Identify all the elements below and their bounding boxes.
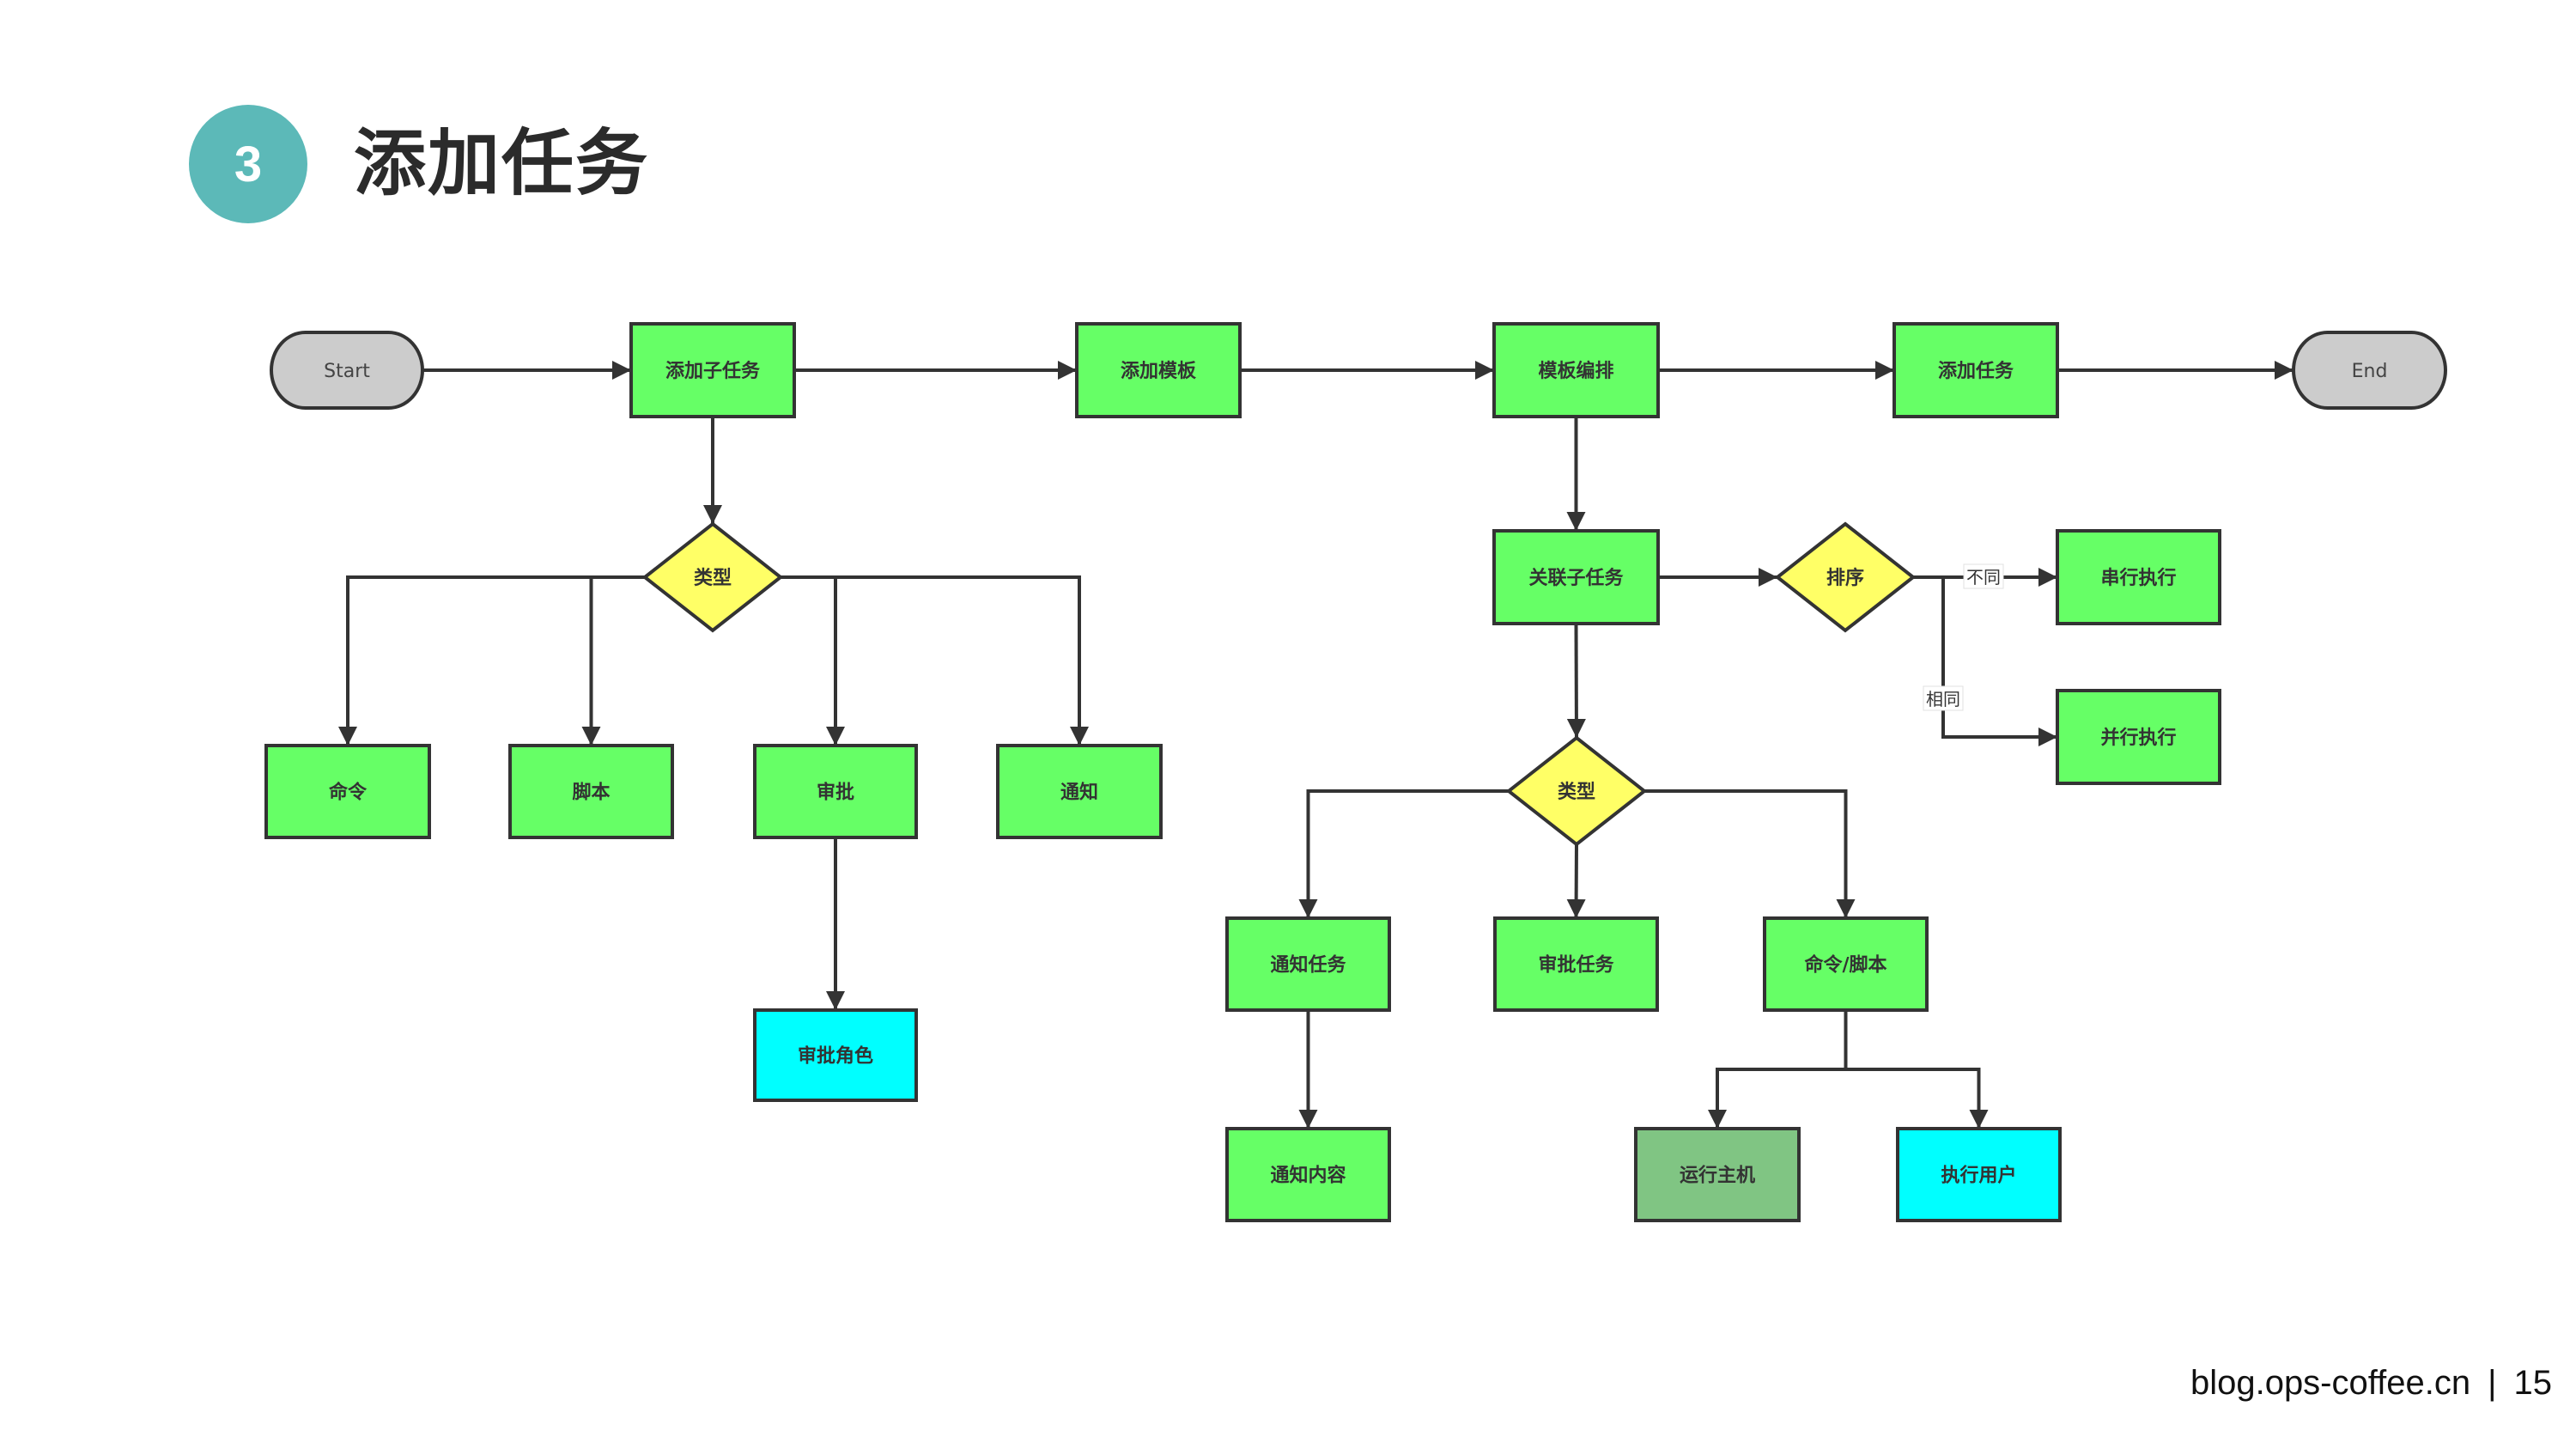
decision-diamond xyxy=(641,521,784,633)
node-approval[interactable]: 审批 xyxy=(753,744,918,839)
node-serial[interactable]: 串行执行 xyxy=(2056,529,2221,625)
node-end[interactable]: End xyxy=(2292,331,2447,410)
node-exec-user[interactable]: 执行用户 xyxy=(1896,1127,2062,1222)
node-template-arrange[interactable]: 模板编排 xyxy=(1492,322,1660,418)
node-parallel[interactable]: 并行执行 xyxy=(2056,689,2221,785)
node-label: 添加任务 xyxy=(1938,360,2014,382)
process-box xyxy=(996,744,1163,839)
node-add-subtask[interactable]: 添加子任务 xyxy=(629,322,796,418)
footer-site[interactable]: blog.ops-coffee.cn xyxy=(2190,1364,2471,1402)
edge-label: 相同 xyxy=(1923,685,1964,711)
node-script[interactable]: 脚本 xyxy=(508,744,674,839)
process-box xyxy=(2056,529,2221,625)
edge-type2-to-notify-task xyxy=(1298,789,1509,918)
process-box xyxy=(629,322,796,418)
process-box xyxy=(753,1008,918,1102)
node-label: End xyxy=(2352,361,2388,382)
process-box xyxy=(2056,689,2221,785)
edge-type1-to-notify xyxy=(781,575,1089,746)
edge-label-text: 相同 xyxy=(1926,689,1960,709)
edge-type1-to-command xyxy=(338,575,645,746)
node-notify[interactable]: 通知 xyxy=(996,744,1163,839)
edge-label-background xyxy=(1923,685,1964,711)
edge-sort-to-parallel xyxy=(1913,575,2057,746)
process-box xyxy=(264,744,431,839)
node-run-host[interactable]: 运行主机 xyxy=(1634,1127,1801,1222)
node-label: 运行主机 xyxy=(1680,1165,1755,1187)
node-label: 并行执行 xyxy=(2100,727,2176,749)
node-add-template[interactable]: 添加模板 xyxy=(1075,322,1242,418)
node-label: 类型 xyxy=(694,568,732,589)
process-box xyxy=(1893,322,2059,418)
step-number-badge: 3 xyxy=(189,105,307,223)
node-label: 类型 xyxy=(1558,782,1595,803)
edge-label-text: 不同 xyxy=(1966,567,2001,588)
page-number: 15 xyxy=(2513,1364,2553,1402)
process-box xyxy=(1225,916,1391,1012)
node-label: 命令/脚本 xyxy=(1804,954,1886,977)
node-label: 通知内容 xyxy=(1270,1165,1346,1187)
edge-cmd-script-to-run-host xyxy=(1708,1010,1848,1129)
node-command[interactable]: 命令 xyxy=(264,744,431,839)
node-type2[interactable]: 类型 xyxy=(1505,735,1648,847)
node-type1[interactable]: 类型 xyxy=(641,521,784,633)
edge-cmd-script-to-exec-user xyxy=(1844,1010,1989,1129)
node-label: 审批 xyxy=(817,782,854,804)
node-label: 关联子任务 xyxy=(1528,567,1624,589)
node-add-task[interactable]: 添加任务 xyxy=(1893,322,2059,418)
node-label: 串行执行 xyxy=(2100,567,2176,589)
node-cmd-script[interactable]: 命令/脚本 xyxy=(1763,916,1929,1012)
process-box xyxy=(1763,916,1929,1012)
node-label: 通知 xyxy=(1060,782,1098,804)
node-label: Start xyxy=(324,361,370,382)
process-box xyxy=(508,744,674,839)
process-box xyxy=(1493,916,1659,1012)
terminal-shape xyxy=(2292,331,2447,410)
node-notify-content[interactable]: 通知内容 xyxy=(1225,1127,1391,1222)
process-box xyxy=(1225,1127,1391,1222)
process-box xyxy=(1896,1127,2062,1222)
node-label: 审批角色 xyxy=(798,1045,873,1068)
process-box xyxy=(1492,529,1660,625)
edge-type1-to-script xyxy=(581,575,645,746)
edge-type1-to-approval xyxy=(781,575,845,746)
decision-diamond xyxy=(1774,521,1917,633)
node-label: 添加子任务 xyxy=(665,360,761,382)
node-label: 执行用户 xyxy=(1941,1165,2016,1187)
node-sort[interactable]: 排序 xyxy=(1774,521,1917,633)
step-number: 3 xyxy=(234,136,263,192)
process-box xyxy=(753,744,918,839)
process-box xyxy=(1492,322,1660,418)
node-label: 模板编排 xyxy=(1538,360,1613,382)
process-box xyxy=(1075,322,1242,418)
footer-separator: | xyxy=(2488,1364,2497,1402)
node-label: 添加模板 xyxy=(1121,361,1197,382)
edge-label: 不同 xyxy=(1963,563,2004,589)
terminal-shape xyxy=(270,331,424,410)
node-label: 通知任务 xyxy=(1270,954,1346,977)
footer: blog.ops-coffee.cn | 15 xyxy=(2190,1364,2552,1403)
process-box xyxy=(1634,1127,1801,1222)
edge-type2-to-cmd-script xyxy=(1644,789,1856,918)
node-label: 命令 xyxy=(329,782,368,804)
node-approval-role[interactable]: 审批角色 xyxy=(753,1008,918,1102)
node-approval-task[interactable]: 审批任务 xyxy=(1493,916,1659,1012)
node-link-subtask[interactable]: 关联子任务 xyxy=(1492,529,1660,625)
page-title: 添加任务 xyxy=(354,121,650,205)
node-start[interactable]: Start xyxy=(270,331,424,410)
edge-label-background xyxy=(1963,563,2004,589)
decision-diamond xyxy=(1505,735,1648,847)
node-label: 排序 xyxy=(1826,567,1864,589)
node-label: 审批任务 xyxy=(1538,954,1614,977)
node-notify-task[interactable]: 通知任务 xyxy=(1225,916,1391,1012)
node-label: 脚本 xyxy=(572,782,610,804)
